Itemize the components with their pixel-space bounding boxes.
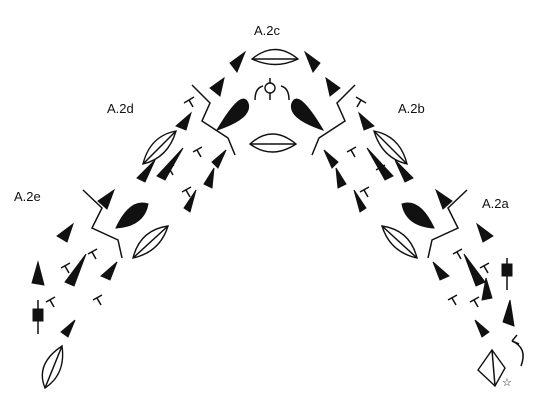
bracket-line: [311, 84, 356, 156]
outlined-leaf-icon: [477, 348, 506, 388]
large-filled-leaf-icon: [215, 98, 250, 131]
outlined-leaf-icon: [373, 130, 408, 165]
small-filled-leaf-icon: [474, 319, 490, 338]
t-stitch-icon: [447, 294, 458, 306]
small-filled-leaf-icon: [31, 260, 45, 286]
ring-icon: [254, 78, 290, 101]
large-filled-leaf-icon: [290, 98, 325, 131]
t-stitch-icon: [375, 164, 386, 176]
small-filled-leaf-icon: [60, 319, 76, 338]
small-filled-leaf-icon: [463, 253, 486, 287]
small-filled-leaf-icon: [97, 188, 116, 210]
bar-marker-icon: [501, 258, 513, 290]
t-stitch-icon: [45, 296, 56, 308]
small-filled-leaf-icon: [502, 299, 515, 327]
small-filled-leaf-icon: [476, 222, 494, 243]
t-stitch-icon: [60, 262, 71, 274]
label-a2b: A.2b: [398, 101, 425, 116]
small-filled-leaf-icon: [358, 111, 375, 131]
bracket-line: [427, 189, 468, 259]
small-filled-leaf-icon: [323, 149, 339, 169]
label-a2e: A.2e: [14, 189, 41, 204]
large-filled-leaf-icon: [115, 202, 149, 229]
small-filled-leaf-icon: [366, 147, 394, 181]
small-filled-leaf-icon: [325, 76, 341, 97]
small-filled-leaf-icon: [183, 189, 197, 213]
small-filled-leaf-icon: [156, 147, 184, 181]
small-filled-leaf-icon: [136, 159, 156, 183]
small-filled-leaf-icon: [394, 159, 414, 183]
t-stitch-icon: [92, 294, 103, 306]
small-filled-leaf-icon: [211, 149, 227, 169]
t-stitch-icon: [479, 262, 490, 274]
t-stitch-icon: [183, 96, 195, 108]
t-stitch-icon: [192, 146, 203, 158]
small-filled-leaf-icon: [353, 189, 367, 213]
small-filled-leaf-icon: [56, 222, 74, 243]
t-stitch-icon: [452, 248, 463, 260]
t-stitch-icon: [164, 164, 175, 176]
bracket-line: [82, 189, 123, 259]
small-filled-leaf-icon: [229, 50, 247, 73]
t-stitch-icon: [355, 96, 367, 108]
outlined-leaf-icon: [41, 344, 64, 390]
outlined-leaf-icon: [250, 48, 300, 66]
small-filled-leaf-icon: [203, 167, 215, 189]
outlined-leaf-icon: [132, 225, 169, 259]
small-filled-leaf-icon: [434, 188, 453, 210]
t-stitch-icon: [346, 146, 357, 158]
small-filled-leaf-icon: [335, 167, 347, 189]
small-filled-leaf-icon: [303, 50, 321, 73]
bracket-line: [191, 84, 236, 156]
star-icon: ☆: [502, 376, 512, 389]
label-a2a: A.2a: [482, 196, 510, 211]
small-filled-leaf-icon: [481, 277, 493, 301]
outlined-leaf-icon: [142, 130, 177, 165]
small-filled-leaf-icon: [432, 261, 450, 281]
large-filled-leaf-icon: [401, 202, 435, 229]
t-stitch-icon: [181, 186, 192, 198]
label-a2d: A.2d: [107, 101, 134, 116]
t-stitch-icon: [469, 296, 480, 308]
label-a2c: A.2c: [254, 23, 281, 38]
small-filled-leaf-icon: [100, 261, 118, 281]
outlined-leaf-icon: [248, 133, 298, 153]
t-stitch-icon: [87, 248, 98, 260]
curved-arrow-icon: [511, 334, 524, 367]
t-stitch-icon: [359, 186, 370, 198]
bar-marker-icon: [32, 300, 44, 334]
small-filled-leaf-icon: [64, 253, 87, 287]
outlined-leaf-icon: [381, 225, 418, 259]
small-filled-leaf-icon: [175, 111, 192, 131]
small-filled-leaf-icon: [209, 76, 225, 97]
